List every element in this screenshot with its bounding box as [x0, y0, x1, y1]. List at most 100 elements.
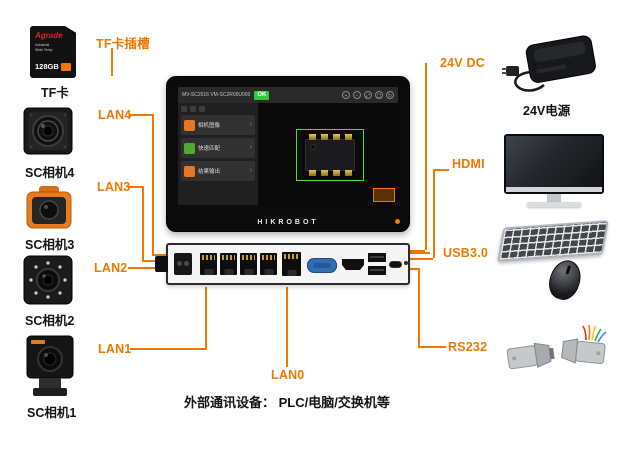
- hdmi-port-icon: [342, 259, 364, 270]
- connector-line-hdmi: [433, 169, 435, 258]
- lan4-port-icon: [200, 253, 217, 275]
- tool-icon: [181, 106, 187, 112]
- connector-line-lan0: [286, 287, 288, 367]
- camera-2-caption: SC相机2: [25, 314, 75, 328]
- chip-pin: [345, 134, 352, 140]
- usb-port-icon: [368, 253, 386, 262]
- tf-card-image: Agrade Industrial Wide Temp 128GB: [30, 26, 76, 78]
- connector-line-dc24v: [408, 250, 425, 252]
- result-badge: [373, 188, 395, 202]
- ic-chip-image: [305, 134, 355, 176]
- connector-line-dc24v: [425, 63, 427, 250]
- connector-line-tf: [111, 48, 113, 76]
- module-item: 快速匹配 ›: [181, 138, 255, 158]
- device-screen: MV-SC2016 VM-SC2R00U000 OK + − ⤢ ▢ ↻: [178, 87, 398, 205]
- microsd-logo-icon: [61, 63, 71, 71]
- keyboard-image: [497, 220, 609, 262]
- tf-card-spec1: Industrial: [35, 43, 50, 47]
- monitor-image: [504, 134, 604, 194]
- connector-line-lan3: [142, 186, 144, 262]
- fit-view-icon: ⤢: [364, 91, 372, 99]
- lan1-label: LAN1: [98, 342, 132, 356]
- rs232-label: RS232: [448, 340, 488, 354]
- camera-module-icon: [184, 119, 195, 131]
- lan0-label: LAN0: [271, 368, 305, 382]
- usb30-label: USB3.0: [443, 246, 488, 260]
- status-ok-badge: OK: [254, 90, 270, 100]
- chip-pin: [333, 134, 340, 140]
- camera-3-image: [26, 186, 72, 229]
- footer-note: 外部通讯设备： PLC/电脑/交换机等: [184, 395, 390, 410]
- connector-line-lan2: [128, 267, 168, 269]
- chip-pin1-dot: [310, 144, 316, 150]
- connector-line-lan4: [130, 114, 152, 116]
- chip-pin: [321, 134, 328, 140]
- usbc-port-icon: [389, 261, 402, 268]
- lan2-port-icon: [240, 253, 257, 275]
- chevron-right-icon: ›: [249, 121, 252, 128]
- zoom-in-icon: +: [342, 91, 350, 99]
- camera-4-caption: SC相机4: [25, 166, 75, 180]
- power-terminal-icon: [174, 253, 192, 275]
- lan4-label: LAN4: [98, 108, 132, 122]
- power-adapter-image: [502, 35, 596, 92]
- tf-card-caption: TF卡: [41, 86, 69, 100]
- mouse-image: [544, 256, 586, 304]
- connector-line-lan4: [152, 254, 168, 256]
- module-list-panel: 相机图像 › 快速匹配 › 结果输出 ›: [178, 103, 258, 205]
- camera-3-caption: SC相机3: [25, 238, 75, 252]
- camera-1-image: [26, 335, 74, 396]
- connector-line-hdmi: [433, 169, 449, 171]
- tool-icon: [199, 106, 205, 112]
- usb-port-icon: [368, 266, 386, 275]
- camera-1-caption: SC相机1: [27, 406, 77, 420]
- screen-titlebar: MV-SC2016 VM-SC2R00U000 OK + − ⤢ ▢ ↻: [178, 87, 398, 103]
- chevron-right-icon: ›: [249, 167, 252, 174]
- chip-pin: [309, 170, 316, 176]
- image-view-area: [258, 103, 398, 205]
- power-adapter-caption: 24V电源: [523, 104, 571, 118]
- monitor-stand: [547, 194, 561, 202]
- dc24v-label: 24V DC: [440, 56, 485, 70]
- lan2-label: LAN2: [94, 261, 128, 275]
- dc-jack-icon: [155, 256, 168, 272]
- tool-icon: [190, 106, 196, 112]
- module-toolbar: [181, 106, 255, 112]
- device-brand: HIKROBOT: [257, 219, 319, 226]
- hdmi-label: HDMI: [452, 157, 485, 171]
- lan0-port-icon: [282, 252, 301, 276]
- connector-line-usb30: [408, 252, 430, 254]
- connector-line-lan1: [130, 348, 207, 350]
- panel-led-icon: [404, 261, 408, 265]
- chevron-right-icon: ›: [249, 144, 252, 151]
- window-icon: ▢: [375, 91, 383, 99]
- connector-line-lan1: [205, 287, 207, 350]
- camera-4-image: [23, 107, 73, 155]
- screen-title: MV-SC2016 VM-SC2R00U000: [182, 92, 251, 98]
- refresh-icon: ↻: [386, 91, 394, 99]
- zoom-out-icon: −: [353, 91, 361, 99]
- output-module-icon: [184, 165, 195, 177]
- connector-line-rs232: [408, 268, 420, 270]
- connector-line-rs232: [418, 346, 446, 348]
- monitor-bezel: [506, 187, 602, 192]
- connector-line-lan4: [152, 114, 154, 254]
- screen-toolbar-icons: + − ⤢ ▢ ↻: [342, 91, 394, 99]
- monitor-base: [527, 202, 581, 207]
- module-item: 相机图像 ›: [181, 115, 255, 135]
- match-module-icon: [184, 142, 195, 154]
- chip-pin: [345, 170, 352, 176]
- vision-controller-device: MV-SC2016 VM-SC2R00U000 OK + − ⤢ ▢ ↻: [166, 76, 410, 232]
- module-item: 结果输出 ›: [181, 161, 255, 181]
- chip-pin: [321, 170, 328, 176]
- connector-line-lan3: [128, 186, 142, 188]
- tf-slot-label: TF卡插槽: [96, 37, 150, 51]
- chip-pin: [333, 170, 340, 176]
- power-led-icon: [395, 219, 400, 224]
- camera-2-image: [23, 255, 73, 305]
- lan3-label: LAN3: [97, 180, 131, 194]
- lan1-port-icon: [260, 253, 277, 275]
- lan3-port-icon: [220, 253, 237, 275]
- serial-connectors-image: [506, 324, 607, 370]
- tf-card-spec2: Wide Temp: [35, 48, 53, 52]
